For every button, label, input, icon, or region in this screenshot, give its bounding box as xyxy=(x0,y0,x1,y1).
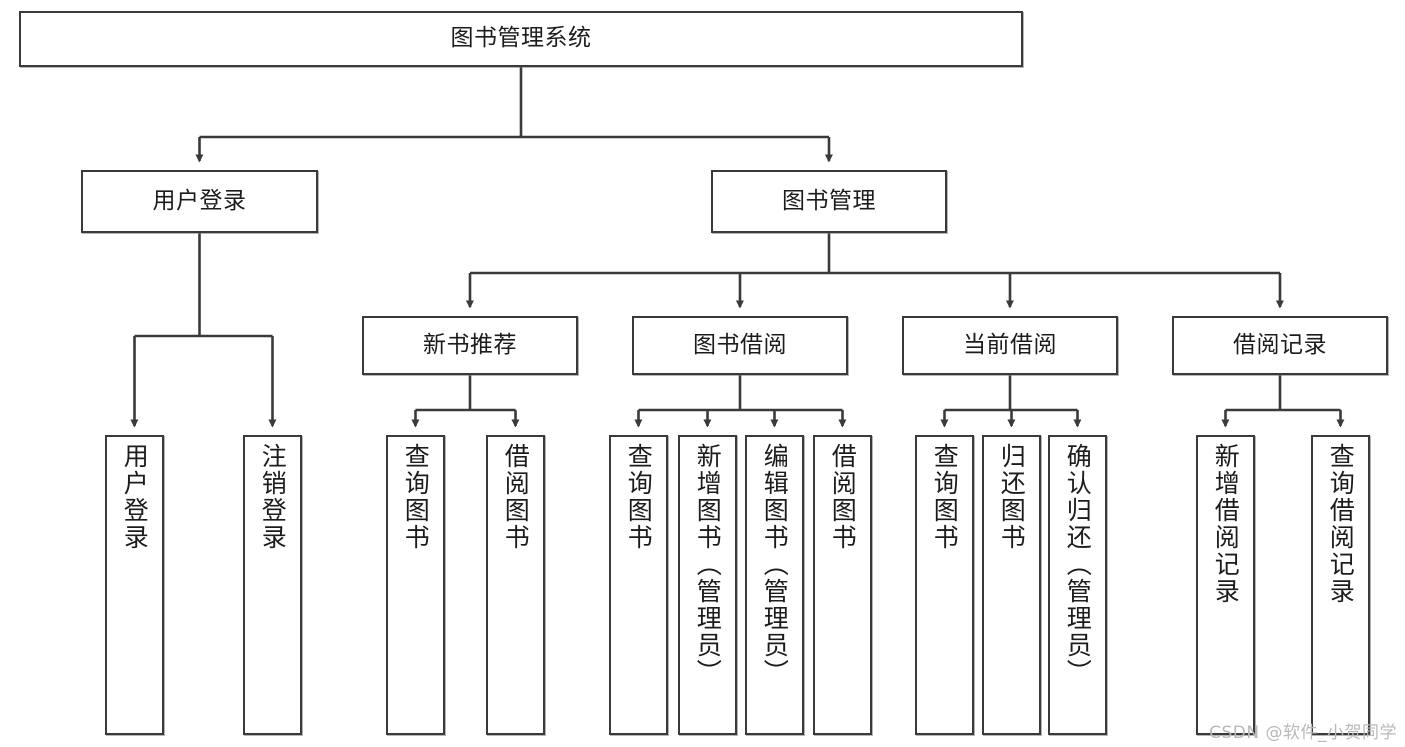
node-leaf-5[interactable]: 查询图书 xyxy=(609,435,668,735)
node-leaf-1[interactable]: 用户登录 xyxy=(105,435,164,735)
node-label: 图书借阅 xyxy=(693,331,787,358)
node-label: 用户登录 xyxy=(152,187,247,214)
node-label: 查询图书 xyxy=(401,443,431,551)
node-label: 新增图书（管理员） xyxy=(693,443,723,686)
node-leaf-11[interactable]: 确认归还（管理员） xyxy=(1048,435,1107,735)
csdn-watermark: CSDN @软件_小贺同学 xyxy=(1209,723,1397,743)
node-leaf-6[interactable]: 新增图书（管理员） xyxy=(678,435,737,735)
node-borrow-record[interactable]: 借阅记录 xyxy=(1172,316,1388,375)
node-leaf-9[interactable]: 查询图书 xyxy=(915,435,974,735)
node-label: 查询图书 xyxy=(930,443,960,551)
node-root[interactable]: 图书管理系统 xyxy=(19,11,1023,67)
node-label: 确认归还（管理员） xyxy=(1063,443,1093,686)
node-book-manage[interactable]: 图书管理 xyxy=(711,170,947,233)
node-label: 归还图书 xyxy=(997,443,1027,551)
node-label: 新书推荐 xyxy=(423,331,517,358)
node-leaf-2[interactable]: 注销登录 xyxy=(243,435,302,735)
node-label: 用户登录 xyxy=(120,443,150,551)
node-leaf-7[interactable]: 编辑图书（管理员） xyxy=(745,435,804,735)
node-new-book-rec[interactable]: 新书推荐 xyxy=(362,316,578,375)
node-label: 借阅图书 xyxy=(501,443,531,551)
node-leaf-8[interactable]: 借阅图书 xyxy=(813,435,872,735)
node-label: 查询借阅记录 xyxy=(1326,443,1356,605)
node-label: 图书管理 xyxy=(782,187,876,214)
node-leaf-12[interactable]: 新增借阅记录 xyxy=(1196,435,1255,735)
node-leaf-3[interactable]: 查询图书 xyxy=(386,435,445,735)
node-label: 注销登录 xyxy=(258,443,288,551)
node-book-borrow[interactable]: 图书借阅 xyxy=(632,316,848,375)
node-user-login[interactable]: 用户登录 xyxy=(81,170,318,233)
node-label: 查询图书 xyxy=(624,443,654,551)
node-label: 图书管理系统 xyxy=(450,25,592,52)
node-leaf-4[interactable]: 借阅图书 xyxy=(486,435,545,735)
node-label: 编辑图书（管理员） xyxy=(760,443,790,686)
node-label: 借阅记录 xyxy=(1233,331,1327,358)
node-label: 借阅图书 xyxy=(828,443,858,551)
node-label: 当前借阅 xyxy=(963,331,1057,358)
node-leaf-13[interactable]: 查询借阅记录 xyxy=(1311,435,1370,735)
node-leaf-10[interactable]: 归还图书 xyxy=(982,435,1041,735)
node-cur-borrow[interactable]: 当前借阅 xyxy=(902,316,1118,375)
node-label: 新增借阅记录 xyxy=(1211,443,1241,605)
